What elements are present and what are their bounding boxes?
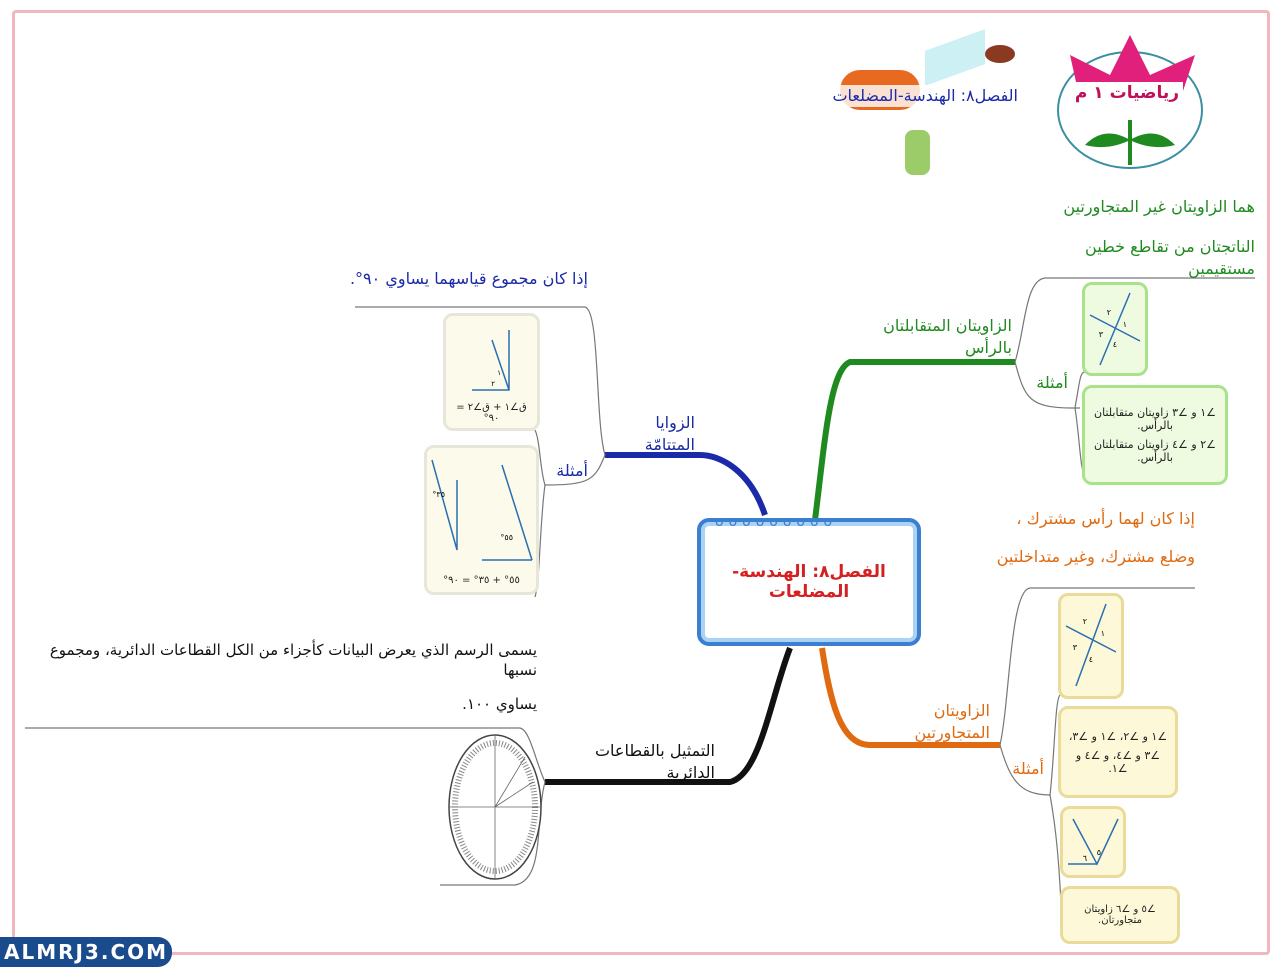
angle-label: ٣ [1099,330,1104,339]
spiral-binding-icon: ooooooooo [715,514,838,530]
adjacent-example-1: ∠١ و ∠٢، ∠١ و ∠٣، [1068,729,1168,743]
vertical-definition-1: هما الزاويتان غير المتجاورتين [1063,197,1255,216]
branch-vertical [812,359,1015,521]
central-title: الفصل٨: الهندسة-المضلعات [732,562,886,602]
adjacent-example-2-box: ∠٥ و ∠٦ زاويتان متجاورتان. [1060,886,1180,944]
angle-label: ٢ [1107,308,1111,317]
angle-label: ٥٥° [500,533,513,542]
logo: رياضيات ١ م [1055,30,1205,170]
protractor-circle-icon [448,734,542,880]
header-title: الفصل٨: الهندسة-المضلعات [818,85,1018,107]
angle-label: ٢ [491,380,495,388]
angle-label: ١ [1101,629,1105,638]
central-topic[interactable]: ooooooooo الفصل٨: الهندسة-المضلعات [697,514,921,646]
angle-label: ٥ [1097,848,1101,857]
adjacent-example-3: ∠٥ و ∠٦ زاويتان متجاورتان. [1084,904,1156,926]
branch-pie [545,646,793,785]
adjacent-angles-icon: ٥٦ [1068,818,1119,866]
vertical-title[interactable]: الزاويتان المتقابلتان بالرأس [883,316,1012,357]
vertical-definition-2: الناتجتان من تقاطع خطين مستقيمين [1085,237,1255,278]
pie-definition-2: يساوي ١٠٠. [462,695,537,713]
angle-label: ٦ [1083,854,1087,863]
branch-complementary [605,452,768,516]
complementary-examples-label[interactable]: أمثلة [556,461,588,480]
angle-label: ١ [1123,320,1127,329]
adjacent-examples-label[interactable]: أمثلة [1012,759,1044,778]
complementary-angles-pair-icon: ٣٥° ٥٥° [430,459,533,561]
intersecting-lines-icon: ٢ ١ ٣ ٤ [1065,603,1117,687]
complementary-definition: إذا كان مجموع قياسهما يساوي ٩٠°. [349,269,588,288]
complementary-example-2: ٣٥° ٥٥° ٥٥° + ٣٥° = ٩٠° [424,445,539,595]
adjacent-example-2: ∠٣ و ∠٤، و ∠٤ و ∠١. [1075,748,1161,775]
angle-label: ٤ [1089,655,1093,664]
watermark-logo: ALMRJ3.COM [0,937,172,967]
page-frame [12,10,1270,955]
adjacent-figure-1: ٢ ١ ٣ ٤ [1058,593,1124,699]
adjacent-definition-1: إذا كان لهما رأس مشترك ، [1016,509,1195,528]
angle-label: ٣ [1073,643,1078,652]
adjacent-examples: ∠١ و ∠٢، ∠١ و ∠٣، ∠٣ و ∠٤، و ∠٤ و ∠١. [1058,706,1178,798]
vertical-example-2: ∠٢ و ∠٤ زاويتان متقابلتان بالرأس. [1094,438,1216,464]
adjacent-title[interactable]: الزاويتان المتجاورتين [914,701,990,742]
football-player-icon [835,29,1035,190]
angle-label: ١ [497,369,501,377]
vertical-examples: ∠١ و ∠٣ زاويتان متقابلتان بالرأس. ∠٢ و ∠… [1082,385,1228,485]
angle-label: ٢ [1083,617,1087,626]
pie-title[interactable]: التمثيل بالقطاعات الدائرية [594,741,715,782]
adjacent-definition-2: وضلع مشترك، وغير متداخلتين [996,547,1195,566]
complementary-angles-icon: ١٢ [471,330,510,391]
complementary-equation-2: ٥٥° + ٣٥° = ٩٠° [443,574,520,586]
vertical-examples-label[interactable]: أمثلة [1036,373,1068,392]
pie-definition-1: يسمى الرسم الذي يعرض البيانات كأجزاء من … [49,641,537,680]
complementary-equation-1: ق∠١ + ق∠٢ = ٩٠° [456,402,527,424]
vertical-example-1: ∠١ و ∠٣ زاويتان متقابلتان بالرأس. [1094,406,1216,432]
intersecting-lines-icon: ٢ ١ ٣٤ [1089,292,1141,366]
angle-label: ٣٥° [432,490,445,499]
logo-text: رياضيات ١ م [1070,82,1183,105]
angle-label: ٤ [1113,340,1117,349]
branch-adjacent [819,647,1000,748]
complementary-title[interactable]: الزوايا المتتامّة [644,413,695,454]
